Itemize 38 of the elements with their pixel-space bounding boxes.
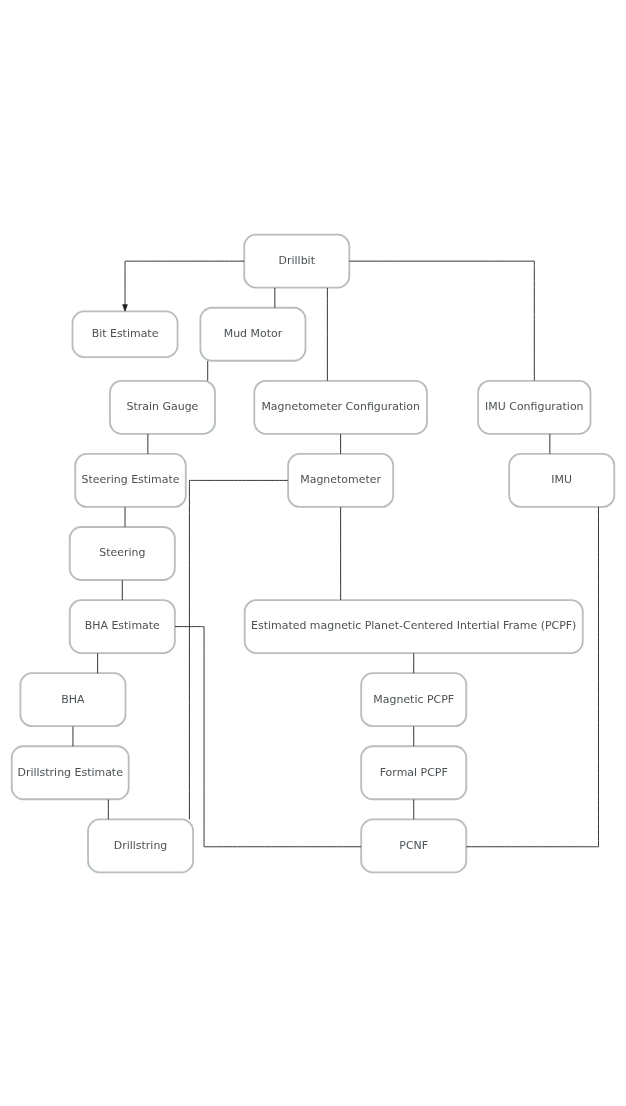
connector <box>107 798 109 820</box>
connector <box>413 652 415 674</box>
node-box: Steering <box>68 525 176 581</box>
connector <box>274 287 276 308</box>
node-box: BHA Estimate <box>68 598 176 654</box>
connector <box>207 360 209 381</box>
connector <box>147 433 149 454</box>
node-box: Drillbit <box>243 233 351 289</box>
node-box: Bit Estimate <box>71 310 179 358</box>
connector <box>72 725 74 747</box>
node-box: Drillstring Estimate <box>10 744 130 800</box>
node-box: Steering Estimate <box>74 452 187 508</box>
connector <box>549 433 551 454</box>
node-box: IMU Configuration <box>477 379 592 435</box>
node-box: PCNF <box>360 817 468 873</box>
connector <box>189 479 289 820</box>
connector <box>326 287 328 381</box>
node-box: Estimated magnetic Planet-Centered Intertial Frame (PCPF) <box>243 598 584 654</box>
node-box: BHA <box>19 671 127 727</box>
connector <box>124 506 126 527</box>
node-box: Formal PCPF <box>360 744 468 800</box>
node-box: Mud Motor <box>199 306 307 362</box>
connector <box>97 652 99 674</box>
connector <box>413 798 415 820</box>
connector <box>121 579 123 600</box>
node-box: Strain Gauge <box>109 379 216 435</box>
connector <box>340 506 342 600</box>
node-box: Magnetometer Configuration <box>253 379 428 435</box>
connector <box>413 725 415 747</box>
node-box: Magnetometer <box>287 452 395 508</box>
connector <box>465 506 599 847</box>
node-box: Magnetic PCPF <box>360 671 468 727</box>
arrow <box>122 260 245 312</box>
connector <box>340 433 342 454</box>
node-box: IMU <box>508 452 616 508</box>
connector <box>349 260 535 381</box>
node-box: Drillstring <box>87 817 194 873</box>
connector <box>174 625 362 847</box>
